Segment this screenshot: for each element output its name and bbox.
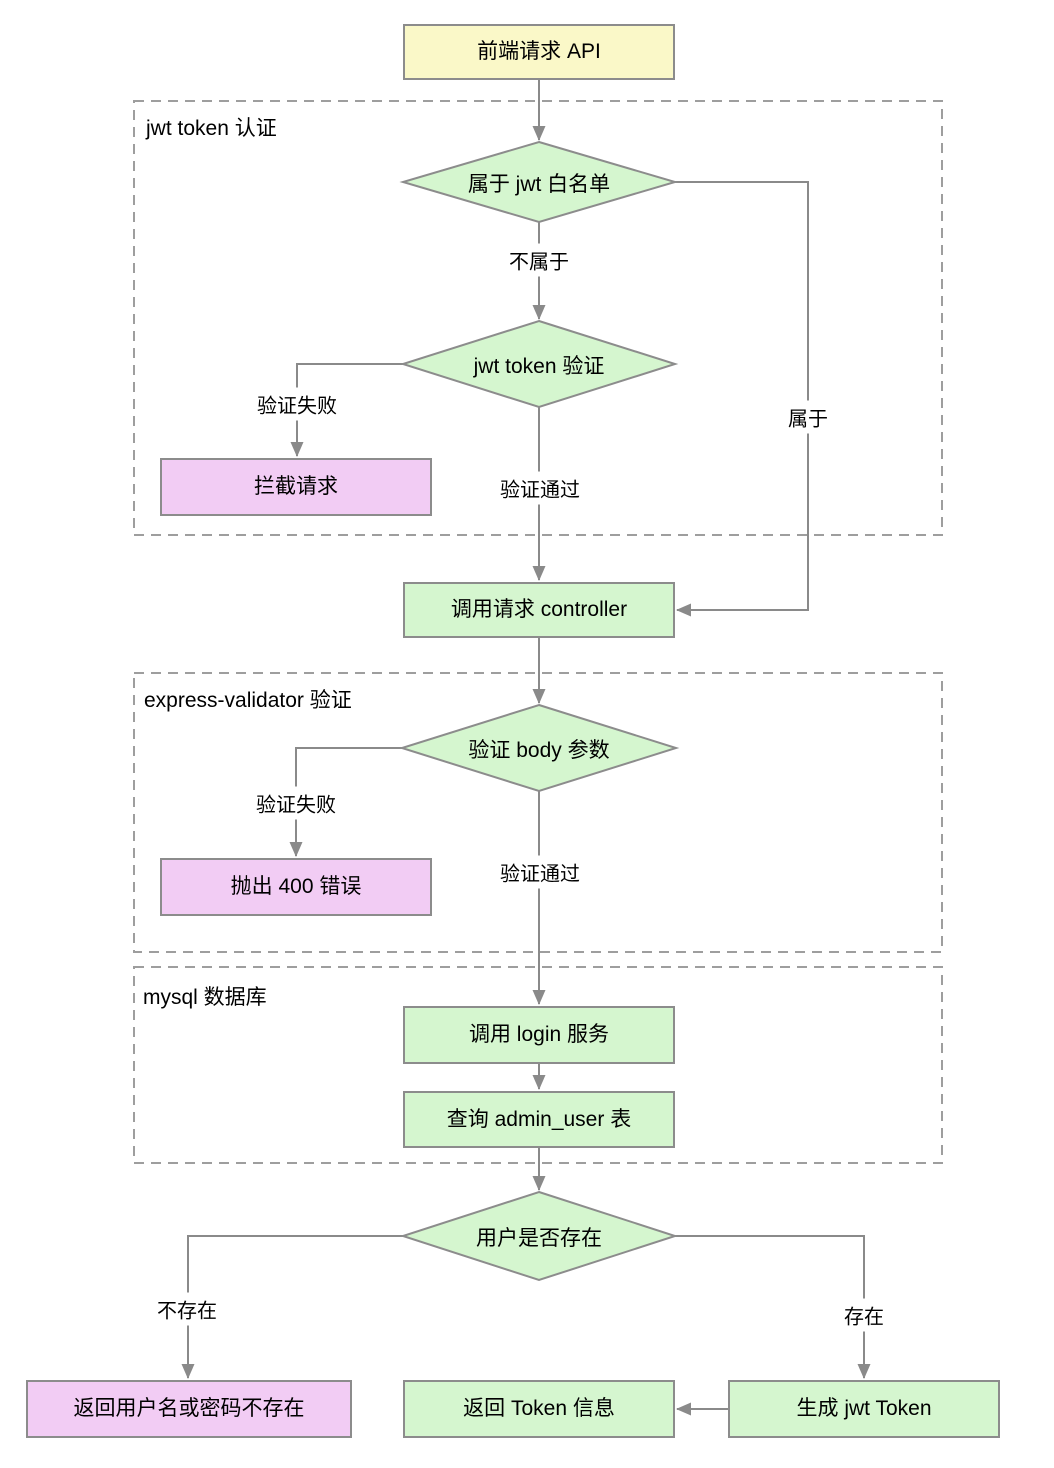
edge-userexists-yes-to-generate — [675, 1235, 871, 1379]
group-jwt-auth-label: jwt token 认证 — [146, 117, 277, 140]
edge-label-jwt-verify-fail: 验证失败 — [252, 387, 342, 421]
group-jwt-auth-border — [133, 100, 943, 536]
node-call-login-service: 调用 login 服务 — [403, 1006, 675, 1064]
user-exists-decision-label: 用户是否存在 — [476, 1227, 602, 1250]
edge-jwtverify-fail-to-block — [290, 363, 403, 457]
body-validate-decision-diamond — [398, 703, 680, 793]
user-exists-decision-diamond — [399, 1190, 679, 1282]
node-query-admin-user-table: 查询 admin_user 表 — [403, 1091, 675, 1148]
edge-userexists-no-to-return-error — [181, 1235, 403, 1379]
edge-label-body-verify-fail: 验证失败 — [251, 786, 341, 820]
group-mysql-label: mysql 数据库 — [143, 986, 267, 1009]
whitelist-decision-label: 属于 jwt 白名单 — [467, 173, 611, 196]
edge-label-not-belong: 不属于 — [504, 243, 574, 277]
edge-label-belong: 属于 — [783, 400, 833, 434]
node-generate-jwt-token: 生成 jwt Token — [728, 1380, 1000, 1438]
whitelist-decision-diamond — [399, 140, 679, 224]
jwt-verify-decision-label: jwt token 验证 — [473, 355, 605, 378]
node-frontend-request-api: 前端请求 API — [403, 24, 675, 80]
edge-label-exist: 存在 — [839, 1298, 889, 1332]
group-express-validator-label: express-validator 验证 — [144, 689, 352, 712]
edge-label-body-verify-pass: 验证通过 — [495, 855, 585, 889]
node-return-token-info: 返回 Token 信息 — [403, 1380, 675, 1438]
edge-label-jwt-verify-pass: 验证通过 — [495, 471, 585, 505]
edge-bodyvalidate-fail-to-400 — [289, 747, 403, 857]
body-validate-decision-label: 验证 body 参数 — [468, 739, 610, 762]
node-throw-400-error: 抛出 400 错误 — [160, 858, 432, 916]
group-mysql-border — [133, 966, 943, 1164]
edge-whitelist-belong-to-controller — [675, 181, 809, 617]
node-call-controller: 调用请求 controller — [403, 582, 675, 638]
node-return-user-not-exist: 返回用户名或密码不存在 — [26, 1380, 352, 1438]
jwt-verify-decision-diamond — [399, 319, 679, 409]
edge-label-not-exist: 不存在 — [152, 1292, 222, 1326]
node-block-request: 拦截请求 — [160, 458, 432, 516]
